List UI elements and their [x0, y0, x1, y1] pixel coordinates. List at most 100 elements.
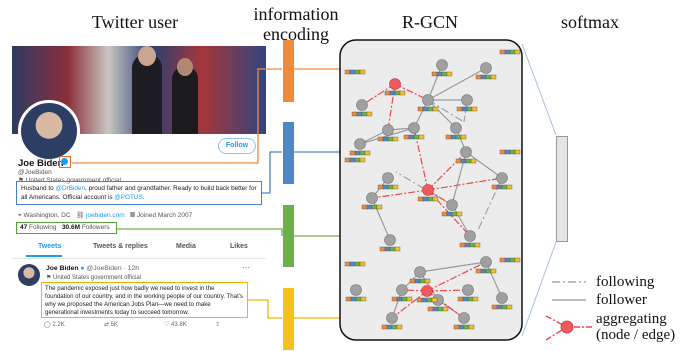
- tweet-actions: ⇄ 5K: [104, 321, 118, 328]
- legend-aggregate-edge: [545, 315, 568, 328]
- tweet-author-name[interactable]: Joe Biden: [46, 265, 79, 272]
- aggregation-edge: [427, 151, 467, 191]
- profile-location: Washington, DC: [23, 212, 71, 219]
- profile-joined: Joined March 2007: [136, 212, 193, 219]
- aggregation-edge: [426, 290, 465, 319]
- bio-text: Husband to: [21, 185, 56, 192]
- heading-twitter-user: Twitter user: [91, 12, 179, 32]
- feature-strip-cell: [392, 136, 399, 142]
- active-tab-indicator: [26, 255, 62, 257]
- feature-strip-cell: [418, 134, 425, 140]
- feature-strip-cell: [432, 196, 439, 202]
- feature-strip-cell: [394, 246, 401, 252]
- avatar[interactable]: [18, 100, 80, 162]
- tab-likes[interactable]: Likes: [230, 243, 248, 250]
- legend-aggregate-node: [560, 320, 574, 334]
- heading-information-line: information: [253, 4, 339, 24]
- feature-strip-cell: [359, 157, 366, 163]
- aggregating-node: [389, 78, 401, 90]
- graph-node: [382, 124, 394, 136]
- graph-node: [422, 94, 434, 106]
- feature-strip-cell: [514, 257, 521, 263]
- tweet-more-icon[interactable]: ···: [242, 263, 250, 272]
- link-icon: ⛓: [72, 212, 87, 219]
- graph-node: [460, 146, 472, 158]
- aggregating-node: [421, 285, 433, 297]
- flag-icon: ⚑: [18, 177, 26, 184]
- feature-strip-cell: [456, 211, 463, 217]
- reply-icon[interactable]: ◯: [44, 322, 53, 328]
- feature-strip-cell: [364, 150, 371, 156]
- feature-strip-cell: [490, 268, 497, 274]
- following-edge: [427, 99, 465, 123]
- tab-media[interactable]: Media: [176, 243, 196, 250]
- feature-strip-cell: [366, 111, 373, 117]
- tweet-actions: ♡ 43.8K: [164, 321, 187, 328]
- bio-text: .: [142, 194, 145, 201]
- graph-node: [382, 172, 394, 184]
- feature-strip-cell: [460, 134, 467, 140]
- following-count[interactable]: 47: [20, 224, 28, 231]
- followers-count[interactable]: 30.6M: [61, 224, 81, 231]
- banner-figure: [132, 54, 162, 134]
- bio-link-potus[interactable]: @POTUS: [114, 194, 143, 201]
- profile-category: ⚑ United States government official: [18, 176, 121, 184]
- tab-tweets-replies[interactable]: Tweets & replies: [93, 243, 148, 250]
- following-edge: [477, 177, 503, 231]
- profile-bio: Husband to @DrBiden, proud father and gr…: [16, 181, 262, 205]
- feature-strip-cell: [399, 90, 406, 96]
- aggregation-edge: [394, 83, 429, 101]
- profile-handle: @JoeBiden: [18, 169, 52, 176]
- verified-badge-icon: [59, 156, 71, 168]
- bio-line-2: all Americans. Official account is @POTU…: [21, 193, 257, 202]
- tweet-avatar[interactable]: [18, 264, 40, 286]
- legend-aggregating: aggregating (node / edge): [596, 311, 675, 343]
- followers-label: Followers: [81, 224, 110, 231]
- flag-icon: ⚑: [46, 275, 54, 281]
- tweet-handle-time: @JoeBiden · 12h: [86, 265, 139, 272]
- feature-strip-cell: [406, 296, 413, 302]
- feature-strip-cell: [442, 306, 449, 312]
- graph-edges: [359, 64, 503, 319]
- tweet-text: The pandemic exposed just how badly we n…: [41, 282, 248, 318]
- verified-icon: ●: [80, 265, 85, 272]
- feature-strip-cell: [432, 106, 439, 112]
- aggregation-edge: [426, 261, 487, 292]
- feature-strip-cell: [472, 296, 479, 302]
- twitter-profile-card: Follow Joe Biden @JoeBiden ⚑ United Stat…: [8, 46, 266, 346]
- tweet-category-text: United States government official: [53, 275, 141, 281]
- like-icon[interactable]: ♡: [164, 322, 172, 328]
- bio-link-drbiden[interactable]: @DrBiden: [55, 185, 86, 192]
- profile-website[interactable]: joebiden.com: [86, 212, 125, 219]
- graph-node: [458, 312, 470, 324]
- share-icon[interactable]: ⇪: [215, 322, 221, 328]
- tweet-actions: ⇪: [215, 321, 220, 328]
- encoding-bar-description: [283, 122, 294, 184]
- connector-tweet-to-bar: [248, 299, 282, 319]
- feature-strip-cell: [514, 149, 521, 155]
- feature-strip-cell: [424, 278, 431, 284]
- graph-node: [356, 99, 368, 111]
- graph-node: [436, 59, 448, 71]
- encoding-bar-name: [283, 40, 294, 102]
- retweet-icon[interactable]: ⇄: [104, 322, 111, 328]
- tweet-actions: ◯ 2.2K: [44, 321, 65, 328]
- reply-count: 2.2K: [52, 322, 65, 328]
- aggregation-edge: [427, 177, 503, 191]
- aggregation-edge: [391, 290, 428, 319]
- profile-meta: ⌖ Washington, DC ⛓ joebiden.com ▦ Joined…: [18, 211, 192, 220]
- graph-node: [408, 122, 420, 134]
- softmax-layer: [556, 136, 568, 242]
- aggregating-node: [422, 184, 434, 196]
- follow-button[interactable]: Follow: [218, 138, 256, 154]
- calendar-icon: ▦: [126, 212, 137, 219]
- graph-node: [464, 230, 476, 242]
- feature-strip-cell: [446, 71, 453, 77]
- feature-strip-cell: [392, 184, 399, 190]
- feature-strip-cell: [470, 158, 477, 164]
- feature-strip-cell: [431, 297, 438, 303]
- tab-tweets[interactable]: Tweets: [38, 243, 62, 250]
- follower-edge: [427, 64, 443, 101]
- graph-node: [384, 234, 396, 246]
